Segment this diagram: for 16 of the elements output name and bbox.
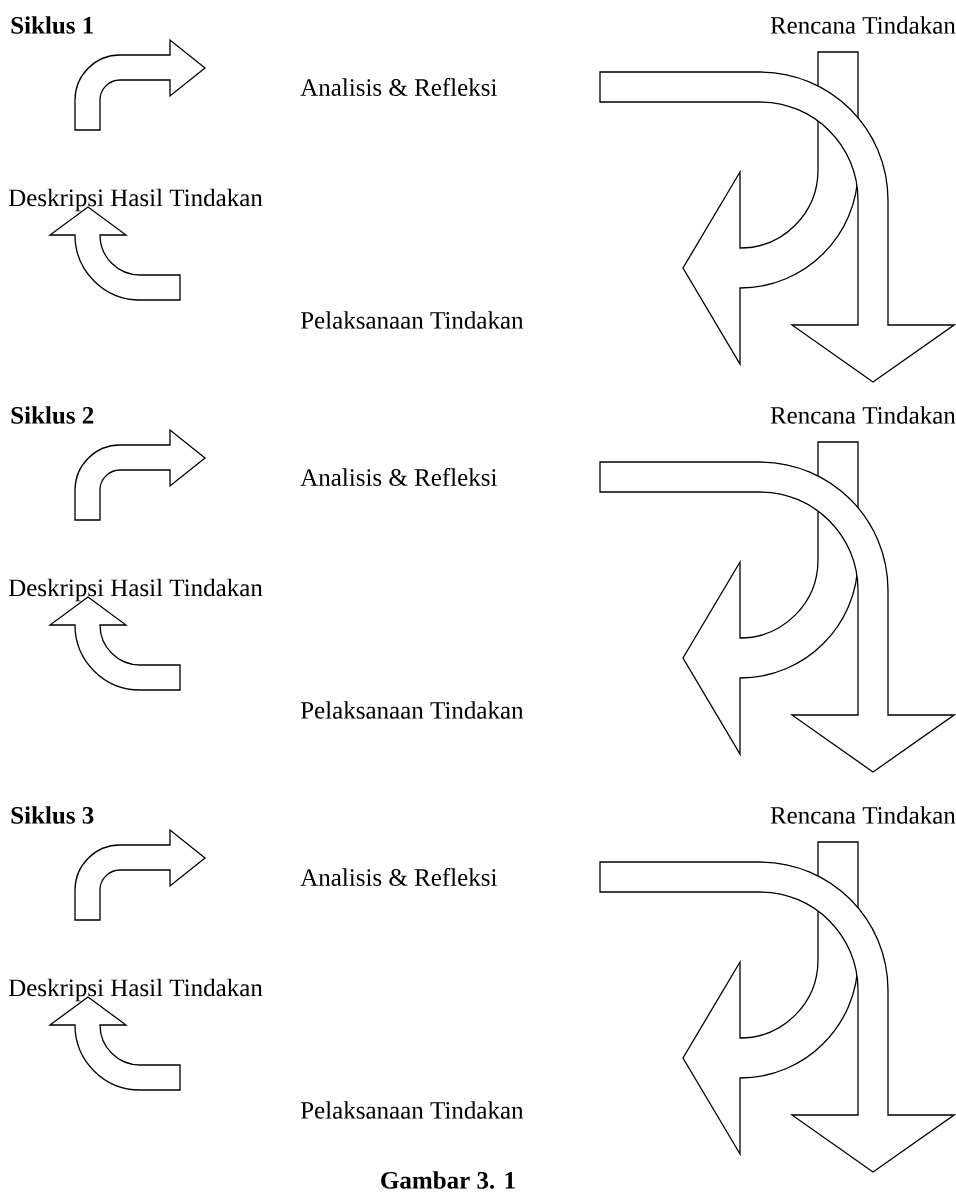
step-label: Pelaksanaan Tindakan <box>300 311 524 329</box>
step-label: Rencana Tindakan <box>770 406 956 424</box>
step-label: Pelaksanaan Tindakan <box>300 701 524 719</box>
step-label: Deskripsi Hasil Tindakan <box>8 578 263 602</box>
cycle-heading: Siklus 1 <box>11 16 93 34</box>
step-label: Analisis & Refleksi <box>300 468 497 486</box>
step-label: Analisis & Refleksi <box>300 78 497 96</box>
cycle-heading: Siklus 3 <box>11 806 94 824</box>
step-label: Deskripsi Hasil Tindakan <box>8 188 263 212</box>
step-label: Rencana Tindakan <box>770 16 956 34</box>
step-label: Rencana Tindakan <box>770 806 956 824</box>
step-label: Deskripsi Hasil Tindakan <box>8 978 263 1002</box>
step-label: Pelaksanaan Tindakan <box>300 1101 524 1119</box>
cycle-heading: Siklus 2 <box>11 406 94 424</box>
figure-caption: Gambar 3. 1 <box>381 1171 515 1189</box>
step-label: Analisis & Refleksi <box>300 868 497 886</box>
